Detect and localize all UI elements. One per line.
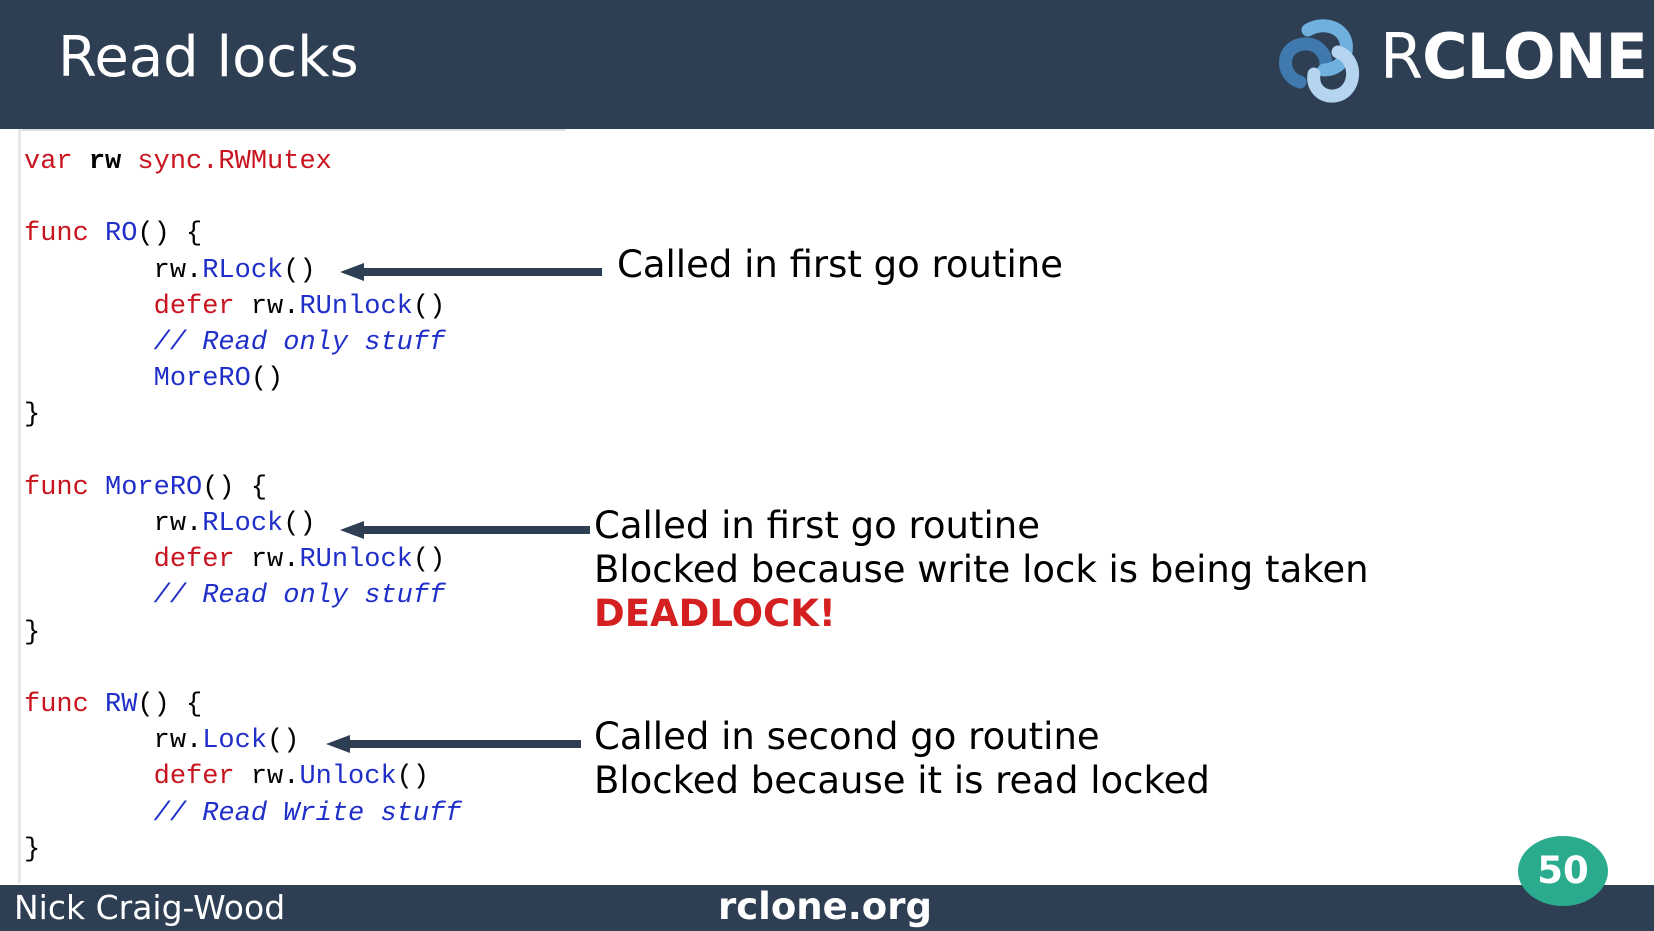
code-line: } <box>24 615 461 651</box>
code-line: defer rw.Unlock() <box>24 759 461 795</box>
code-token: rw. <box>234 762 300 793</box>
code-line: rw.RLock() <box>24 506 461 542</box>
note-rw-line2: Blocked because it is read locked <box>594 759 1210 802</box>
code-token: rw <box>88 147 122 177</box>
note-rw: Called in second go routine Blocked beca… <box>594 715 1210 803</box>
code-token: RUnlock <box>299 545 413 576</box>
code-line: defer rw.RUnlock() <box>24 542 461 578</box>
code-line: // Read Write stuff <box>24 796 462 832</box>
note-ro-line1: Called in first go routine <box>617 243 1064 286</box>
code-line: defer rw.RUnlock() <box>24 289 461 325</box>
page-number-badge: 50 <box>1518 836 1608 906</box>
code-token: // Read Write stuff <box>24 798 462 829</box>
code-token: } <box>24 834 41 865</box>
code-token <box>24 292 154 322</box>
code-line: rw.Lock() <box>24 723 461 759</box>
code-token: // Read only stuff <box>24 328 446 359</box>
code-left-border <box>18 129 21 883</box>
rclone-wordmark: RCLONE <box>1380 20 1648 93</box>
code-token: rw. <box>234 545 300 576</box>
code-line: } <box>24 832 461 868</box>
code-token: defer <box>153 545 235 576</box>
code-line <box>24 651 461 687</box>
code-token: RW <box>105 690 138 721</box>
code-token: RO <box>105 219 138 250</box>
code-token: () <box>412 545 446 576</box>
note-ro: Called in first go routine <box>617 243 1063 287</box>
code-token: Unlock <box>299 762 397 793</box>
note-morero-line2: Blocked because write lock is being take… <box>594 548 1369 591</box>
code-token: () <box>396 762 430 793</box>
code-token: } <box>24 400 41 431</box>
note-rw-line1: Called in second go routine <box>594 715 1100 758</box>
code-line: rw.RLock() <box>24 253 461 289</box>
arrow-morero-rlock-icon <box>340 521 590 539</box>
code-line: func RO() { <box>24 216 461 252</box>
slide-footer <box>0 885 1654 931</box>
code-line: func MoreRO() { <box>24 470 461 506</box>
deadlock-label: DEADLOCK! <box>594 592 836 635</box>
code-token: MoreRO <box>153 364 251 395</box>
code-token: func <box>24 690 106 721</box>
code-line: // Read only stuff <box>24 325 461 361</box>
code-token: () <box>412 291 446 322</box>
code-token: () { <box>202 472 268 503</box>
code-token <box>24 545 154 575</box>
arrow-ro-rlock-icon <box>340 263 602 281</box>
code-token: rw. <box>24 255 203 286</box>
code-token: rw. <box>24 509 203 540</box>
code-line: // Read only stuff <box>24 578 461 614</box>
code-token: () { <box>137 690 203 721</box>
code-token: () <box>283 255 316 286</box>
code-token: () <box>250 364 284 395</box>
code-token <box>24 762 154 792</box>
code-top-divider <box>18 129 566 131</box>
code-block: var rw sync.RWMutex func RO() { rw.RLock… <box>24 144 461 868</box>
code-token: rw. <box>234 291 300 322</box>
code-token: sync.RWMutex <box>121 147 332 177</box>
code-token: } <box>24 617 41 648</box>
code-token: () <box>283 509 316 540</box>
code-line <box>24 434 461 470</box>
code-token: () <box>267 726 300 757</box>
code-token: RUnlock <box>299 291 413 322</box>
code-line: var rw sync.RWMutex <box>24 144 461 180</box>
code-token: MoreRO <box>105 472 203 503</box>
note-morero-line1: Called in first go routine <box>594 504 1041 547</box>
footer-site: rclone.org <box>718 885 932 928</box>
slide-header <box>0 0 1654 129</box>
code-token: var <box>24 147 89 177</box>
code-line <box>24 180 461 216</box>
rclone-logo-icon <box>1279 19 1360 103</box>
code-line: } <box>24 397 461 433</box>
code-token: defer <box>153 762 235 793</box>
code-token: func <box>24 219 106 250</box>
code-line: func RW() { <box>24 687 461 723</box>
code-token: Lock <box>202 726 268 757</box>
code-token: RLock <box>202 509 284 540</box>
code-token: rw. <box>24 726 203 757</box>
code-line: MoreRO() <box>24 361 461 397</box>
note-morero: Called in first go routine Blocked becau… <box>594 504 1369 636</box>
arrow-rw-lock-icon <box>326 735 581 753</box>
code-token: () { <box>137 219 203 250</box>
code-token <box>24 364 154 394</box>
code-token: // Read only stuff <box>24 581 446 612</box>
code-token: RLock <box>202 255 284 286</box>
slide-title: Read locks <box>58 25 359 90</box>
footer-author: Nick Craig-Wood <box>14 888 286 927</box>
code-token: defer <box>153 291 235 322</box>
code-token: func <box>24 472 106 503</box>
